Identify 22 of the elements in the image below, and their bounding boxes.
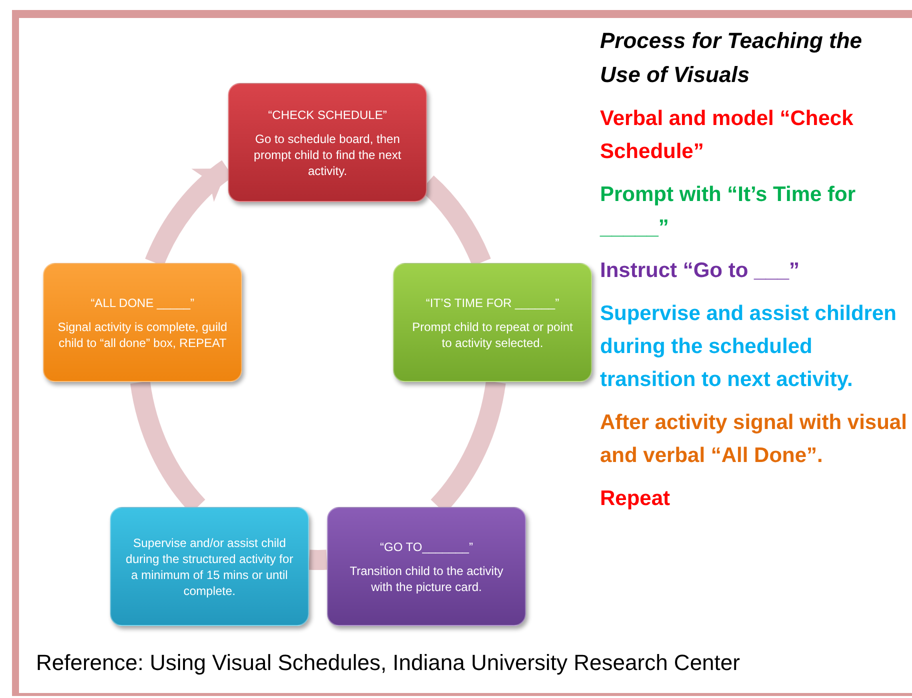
title: Process for Teaching the Use of Visuals — [600, 27, 864, 89]
box-heading: “ALL DONE _____” — [90, 294, 194, 310]
process-box — [110, 507, 309, 626]
box-text: Supervise and/or assist child during the structured activity for a minimum of 15 mins or until complete. — [124, 534, 294, 598]
box-text: Go to schedule board, then prompt child to find the next activity. — [252, 130, 402, 178]
step-text: Verbal and model “Check Schedule” — [600, 106, 854, 165]
box-text: Transition child to the activity with the picture card. — [348, 562, 504, 594]
box-text: Signal activity is complete, guild child to “all done” box, REPEAT — [56, 318, 228, 350]
box-text: Prompt child to repeat or point to activity selected. — [411, 318, 574, 350]
process-box — [327, 507, 526, 626]
step-text: Repeat — [600, 486, 672, 512]
caption: Reference: Using Visual Schedules, Indiana University Research Center — [36, 649, 740, 677]
process-box — [43, 263, 242, 382]
step-text: After activity signal with visual and verbal “All Done”. — [600, 410, 908, 469]
process-box — [228, 83, 427, 202]
step-text: Prompt with “It’s Time for _____” — [600, 182, 857, 241]
step-text: Instruct “Go to ___” — [600, 258, 801, 284]
box-heading: “CHECK SCHEDULE” — [268, 106, 387, 122]
box-heading: “IT’S TIME FOR ______” — [426, 294, 560, 310]
process-box — [393, 263, 592, 382]
step-text: Supervise and assist children during the scheduled transition to next activity. — [600, 301, 898, 393]
box-heading: “GO TO_______” — [380, 538, 473, 554]
